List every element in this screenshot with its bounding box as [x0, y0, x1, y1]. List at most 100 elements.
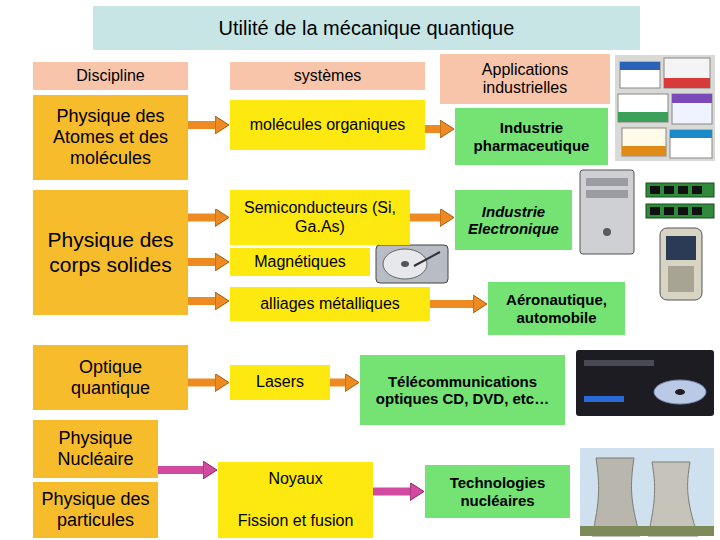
memory-modules-part — [678, 207, 688, 215]
node-text: alliages métalliques — [260, 295, 400, 313]
node-text: Magnétiques — [254, 253, 346, 271]
dvd-player-part — [584, 396, 624, 402]
mobile-phone-part — [668, 266, 694, 292]
medicine-boxes-photo-part — [664, 78, 710, 88]
memory-modules-part — [692, 186, 702, 194]
system-box: molécules organiques — [230, 100, 425, 150]
memory-modules — [646, 183, 714, 218]
column-header: Applications industrielles — [440, 54, 610, 104]
medicine-boxes-photo-part — [622, 146, 666, 156]
node-text: Industrie Electronique — [461, 203, 566, 238]
flow-arrow — [330, 379, 345, 387]
cooling-towers-part — [580, 526, 714, 536]
application-box: Aéronautique, automobile — [488, 282, 625, 335]
memory-modules-part — [650, 186, 660, 194]
computer-tower-part — [586, 190, 628, 198]
dvd-player-part — [576, 350, 714, 416]
computer-tower-part — [603, 228, 611, 236]
cooling-towers-part — [580, 448, 714, 536]
application-box: Industrie pharmaceutique — [455, 108, 608, 165]
flow-arrow — [188, 258, 215, 266]
node-text: Aéronautique, automobile — [494, 291, 619, 326]
column-header: Discipline — [33, 62, 188, 90]
hard-disk-part — [414, 252, 440, 266]
node-text: Physique des particules — [39, 489, 152, 530]
memory-modules-part — [664, 207, 674, 215]
medicine-boxes-photo-part — [664, 58, 710, 88]
medicine-boxes-photo-part — [618, 94, 668, 122]
dvd-player — [576, 350, 714, 416]
node-text: Semiconducteurs (Si, Ga.As) — [236, 199, 404, 236]
node-text: systèmes — [294, 67, 362, 85]
application-box: Technologies nucléaires — [425, 465, 570, 518]
flow-arrow — [188, 214, 215, 222]
title-banner: Utilité de la mécanique quantique — [93, 6, 640, 50]
discipline-box: Optique quantique — [33, 345, 188, 410]
medicine-boxes-photo-part — [672, 94, 712, 124]
mobile-phone-part — [660, 228, 702, 300]
node-text: Télécommunications optiques CD, DVD, etc… — [366, 373, 559, 408]
memory-modules-part — [664, 186, 674, 194]
application-box: Industrie Electronique — [455, 190, 572, 250]
arrow-head-def — [158, 125, 473, 492]
hard-disk-part — [383, 249, 427, 279]
system-box: Semiconducteurs (Si, Ga.As) — [230, 190, 410, 245]
medicine-boxes-photo-part — [622, 128, 666, 156]
medicine-boxes-photo-part — [615, 55, 715, 161]
discipline-box: Physique des particules — [33, 482, 158, 538]
medicine-boxes-photo-part — [618, 112, 668, 122]
flow-arrow — [430, 300, 473, 308]
hard-disk — [376, 245, 448, 283]
medicine-boxes-photo-part — [620, 62, 660, 88]
node-text: Optique quantique — [39, 357, 182, 398]
medicine-boxes-photo-part — [620, 62, 660, 70]
memory-modules-part — [650, 207, 660, 215]
memory-modules-part — [678, 186, 688, 194]
flow-arrow — [188, 121, 215, 129]
node-text: Physique des Atomes et des molécules — [39, 106, 182, 168]
node-text: Discipline — [76, 67, 144, 85]
mobile-phone — [660, 228, 702, 300]
medicine-boxes-photo — [615, 55, 715, 161]
cooling-towers-part — [592, 458, 640, 536]
medicine-boxes-photo-part — [672, 94, 712, 103]
discipline-box: Physique Nucléaire — [33, 420, 158, 478]
memory-modules-part — [646, 204, 714, 218]
flow-arrow — [410, 214, 440, 222]
column-header: systèmes — [230, 62, 425, 90]
system-box: NoyauxFission et fusion — [218, 462, 373, 538]
computer-tower-part — [580, 170, 634, 254]
computer-tower — [580, 170, 634, 254]
title-text: Utilité de la mécanique quantique — [219, 17, 515, 40]
node-text: Applications industrielles — [446, 61, 604, 98]
medicine-boxes-photo-part — [670, 130, 712, 138]
flow-arrow — [373, 488, 410, 496]
hard-disk-part — [401, 261, 409, 267]
system-box: alliages métalliques — [230, 287, 430, 321]
memory-modules-part — [646, 183, 714, 197]
node-text: Technologies nucléaires — [431, 474, 564, 509]
node-text: Physique des corps solides — [39, 228, 182, 276]
memory-modules-part — [692, 207, 702, 215]
cooling-towers — [580, 448, 714, 536]
node-text: Fission et fusion — [238, 512, 354, 530]
node-text: Lasers — [256, 373, 304, 391]
hard-disk-part — [376, 245, 448, 283]
system-box: Lasers — [230, 365, 330, 400]
node-text: molécules organiques — [250, 116, 406, 134]
mobile-phone-part — [666, 236, 696, 260]
flow-arrow — [425, 125, 440, 133]
cooling-towers-part — [648, 462, 698, 536]
flow-arrow — [188, 379, 215, 387]
computer-tower-part — [586, 178, 628, 186]
node-text: Physique Nucléaire — [39, 428, 152, 469]
discipline-box: Physique des Atomes et des molécules — [33, 95, 188, 180]
node-text: Noyaux — [268, 470, 322, 488]
dvd-player-part — [654, 380, 706, 404]
discipline-box: Physique des corps solides — [33, 190, 188, 315]
flow-arrow — [158, 466, 203, 474]
medicine-boxes-photo-part — [670, 130, 712, 158]
system-box: Magnétiques — [230, 248, 370, 276]
dvd-player-part — [675, 389, 685, 395]
